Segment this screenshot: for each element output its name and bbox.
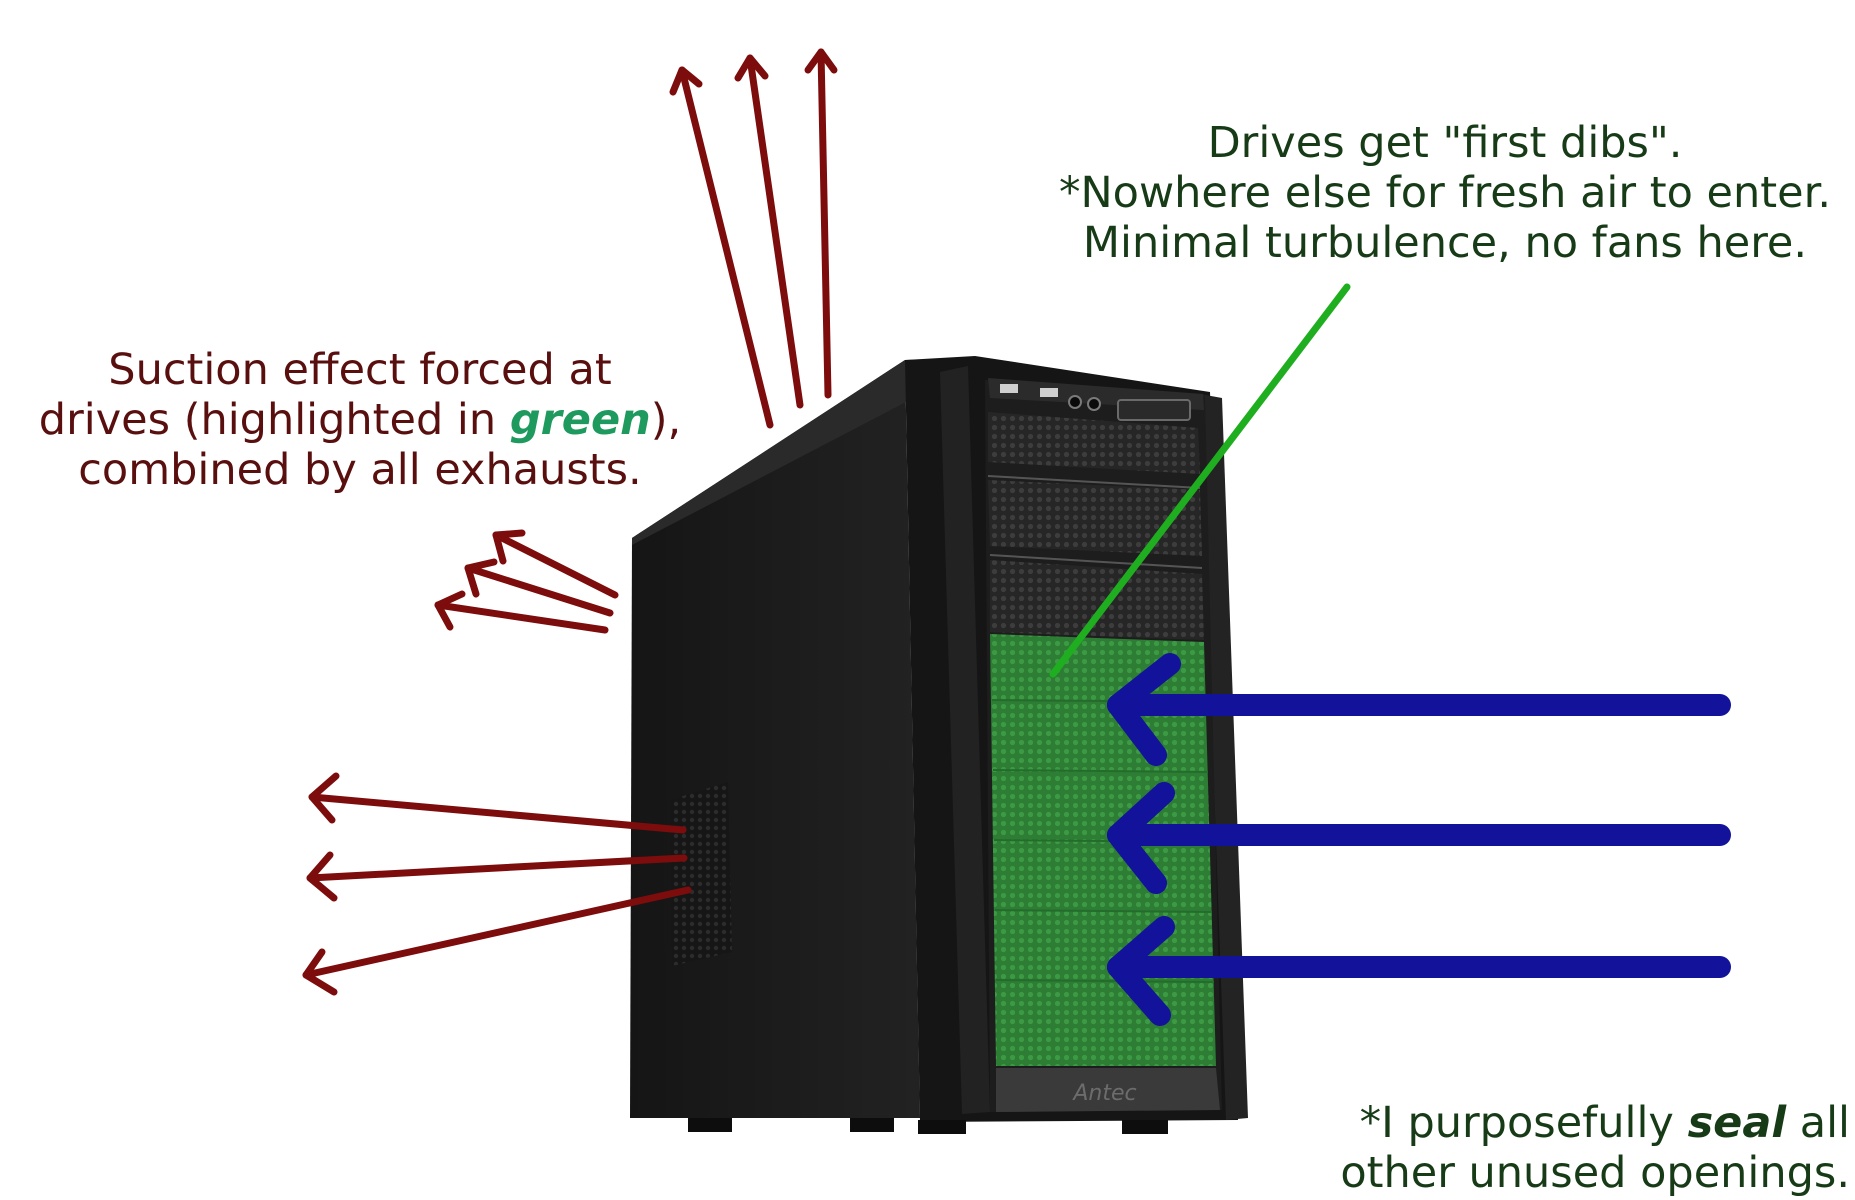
- intake-arrow: [1107, 782, 1731, 894]
- audio-jack-icon: [1068, 395, 1082, 409]
- case-foot: [1122, 1120, 1168, 1134]
- side-exhaust-arrow: [302, 886, 692, 996]
- suction-line-3: combined by all exhausts.: [78, 445, 642, 495]
- top-exhaust-arrow: [804, 48, 838, 399]
- suction-line-2: drives (highlighted in green),: [30, 395, 690, 445]
- drives-annotation: Drives get "first dibs". *Nowhere else f…: [1050, 118, 1840, 268]
- rear-exhaust-arrow: [492, 529, 619, 599]
- seal-line-1-text: *I purposefully: [1359, 1098, 1688, 1148]
- seal-line-1: *I purposefully seal all: [1290, 1098, 1850, 1148]
- seal-annotation: *I purposefully seal all other unused op…: [1290, 1098, 1850, 1198]
- top-exhaust-arrow: [734, 54, 804, 409]
- exhaust-arrows: [302, 48, 838, 996]
- power-button: [1117, 399, 1191, 421]
- suction-line-2-text: drives (highlighted in: [38, 395, 510, 445]
- drives-line-3: Minimal turbulence, no fans here.: [1082, 218, 1808, 268]
- case-logo: Antec: [1071, 1081, 1136, 1106]
- case-foot: [688, 1118, 732, 1132]
- top-exhaust-arrow: [669, 66, 774, 429]
- intake-arrows: [1107, 653, 1731, 1026]
- suction-annotation: Suction effect forced at drives (highlig…: [30, 345, 690, 495]
- suction-line-2-end: ),: [650, 395, 682, 445]
- drive-bay-2: [988, 480, 1202, 556]
- seal-highlight-word: seal: [1687, 1098, 1787, 1148]
- intake-arrow: [1107, 653, 1731, 766]
- audio-jack-icon: [1087, 397, 1101, 411]
- drives-pointer-line: [1049, 283, 1351, 678]
- intake-arrow: [1107, 916, 1731, 1026]
- side-vent: [670, 782, 732, 966]
- case-foot: [918, 1120, 966, 1134]
- drives-line-2: *Nowhere else for fresh air to enter.: [1059, 168, 1831, 218]
- green-highlight-word: green: [509, 395, 651, 445]
- case-foot: [850, 1118, 894, 1132]
- seal-line-1-end: all: [1786, 1098, 1850, 1148]
- drive-bay-3: [990, 560, 1204, 640]
- side-exhaust-arrow: [306, 851, 688, 902]
- rear-exhaust-arrow: [434, 590, 609, 634]
- rear-exhaust-arrow: [464, 558, 614, 617]
- usb-port-icon: [1000, 384, 1018, 393]
- seal-line-2: other unused openings.: [1340, 1148, 1850, 1198]
- drive-bay-1: [988, 412, 1200, 474]
- side-exhaust-arrow: [308, 772, 687, 834]
- suction-line-1: Suction effect forced at: [108, 345, 612, 395]
- usb-port-icon: [1040, 388, 1058, 397]
- drives-line-1: Drives get "first dibs".: [1207, 118, 1683, 168]
